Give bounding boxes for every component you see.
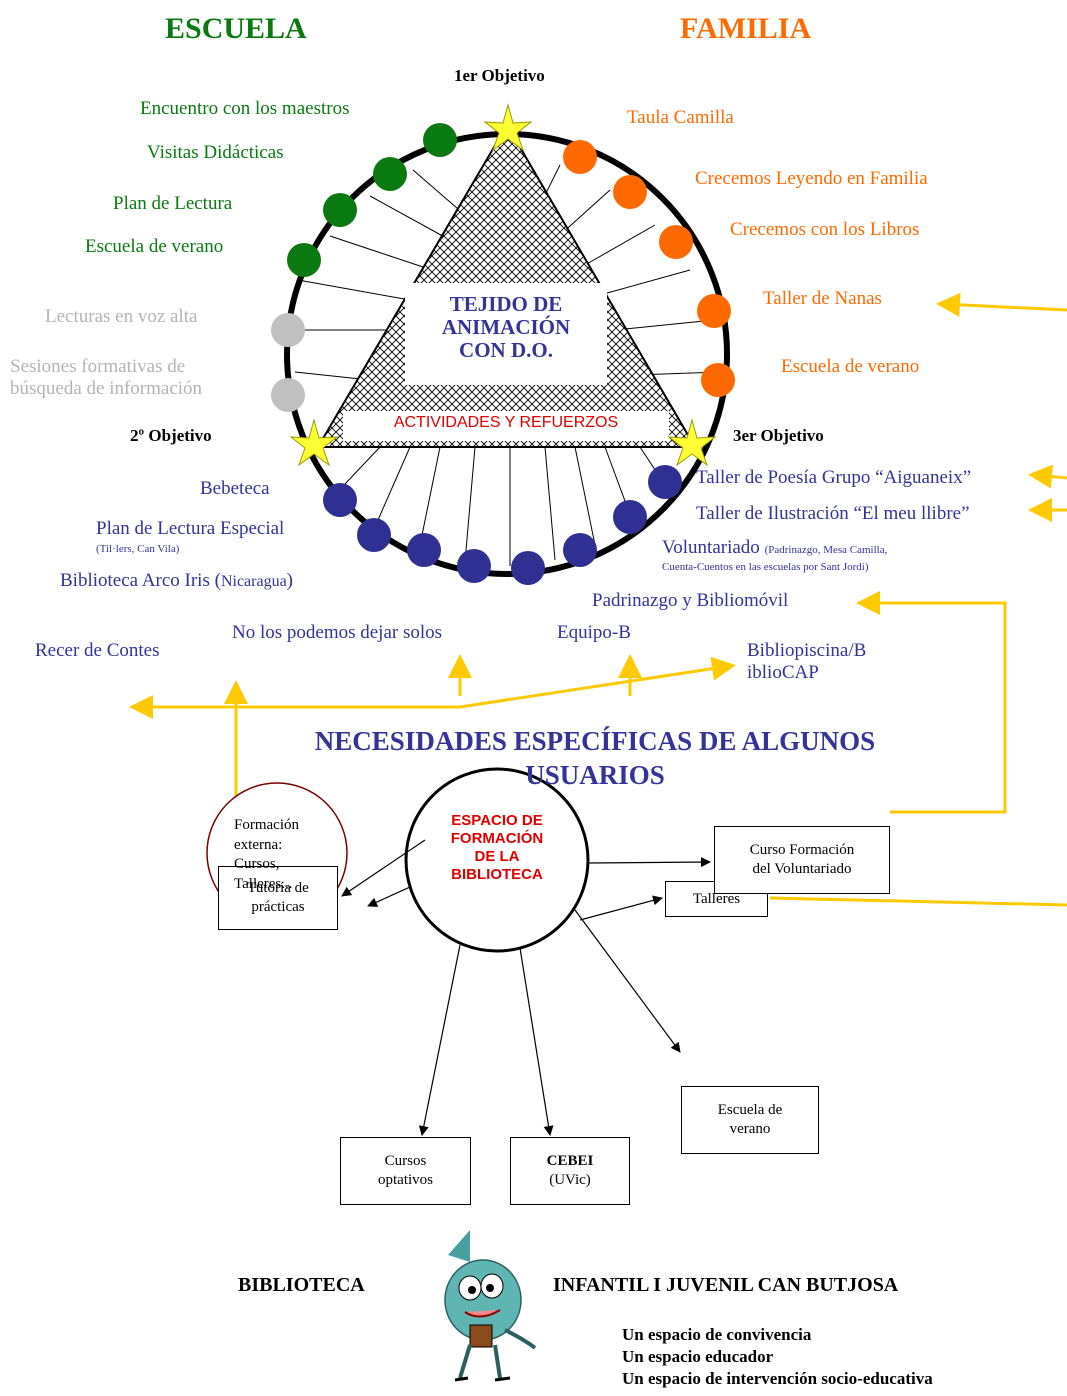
escuela-header: ESCUELA (165, 12, 307, 45)
blue-item-equipo-b: Equipo-B (557, 622, 631, 643)
familia-item-taula: Taula Camilla (627, 107, 734, 128)
footer-library-name: INFANTIL I JUVENIL CAN BUTJOSA (553, 1274, 899, 1296)
blue-item-padrinazgo: Padrinazgo y Bibliomóvil (592, 590, 789, 611)
footer-biblioteca: BIBLIOTECA (238, 1274, 365, 1296)
escuela-item-verano: Escuela de verano (85, 236, 224, 257)
blue-item-recer: Recer de Contes (35, 640, 160, 661)
cebei-box: CEBEI(UVic) (510, 1137, 630, 1205)
footer-motto-1: Un espacio de convivencia (622, 1325, 812, 1344)
gray-item-sesiones: Sesiones formativas de búsqueda de infor… (10, 356, 203, 399)
external-formation-label: Formación externa: Cursos, Talleres... (234, 817, 299, 892)
objective-1-label: 1er Objetivo (454, 66, 545, 85)
star-objective-2 (289, 418, 339, 467)
familia-item-crecemos-libros: Crecemos con los Libros (730, 219, 920, 240)
blue-item-voluntariado-note: Cuenta-Cuentos en las escuelas por Sant … (662, 561, 869, 573)
blue-item-bebeteca: Bebeteca (200, 478, 270, 499)
needs-title: NECESIDADES ESPECÍFICAS DE ALGUNOS USUAR… (314, 726, 876, 790)
formation-center-circle (404, 767, 590, 953)
objective-2-label: 2º Objetivo (130, 426, 212, 445)
familia-item-verano: Escuela de verano (781, 356, 920, 377)
animation-title-box (405, 283, 607, 385)
escuela-item-plan-lectura: Plan de Lectura (113, 193, 233, 214)
blue-item-voluntariado: Voluntariado (Padrinazgo, Mesa Camilla, (662, 537, 888, 558)
blue-item-bibliopiscina: Bibliopiscina/B iblioCAP (747, 640, 867, 683)
animation-title: TEJIDO DE ANIMACIÓN CON D.O. (441, 292, 571, 363)
arrow-to-cebei (519, 947, 554, 1136)
blue-item-ilustracion: Taller de Ilustración “El meu llibre” (696, 503, 970, 524)
arrow-to-escuela-verano (574, 909, 681, 1053)
activities-label: ACTIVIDADES Y REFUERZOS (393, 414, 619, 431)
arrow-to-talleres (579, 895, 663, 921)
gray-item-lecturas: Lecturas en voz alta (45, 306, 198, 327)
blue-item-plan-especial-note: (Til·lers, Can Vila) (96, 543, 180, 555)
escuela-dots (287, 123, 457, 277)
arrow-right-bibliopiscina (459, 656, 736, 709)
star-objective-3 (667, 418, 717, 467)
arrow-curso-to-padrinazgo (856, 591, 1007, 814)
objective-3-label: 3er Objetivo (733, 426, 824, 445)
escuela-item-maestros: Encuentro con los maestros (140, 98, 350, 119)
familia-item-nanas: Taller de Nanas (763, 288, 882, 309)
arrow-taller-nanas (936, 292, 1067, 317)
arrow-to-externa (367, 886, 411, 907)
arrow-poesia (1028, 464, 1067, 489)
mascot-elf-icon (444, 1230, 537, 1382)
blue-item-no-solos: No los podemos dejar solos (232, 622, 443, 643)
blue-item-plan-especial: Plan de Lectura Especial (96, 518, 285, 539)
gray-dots (271, 313, 305, 412)
blue-item-arco-iris: Biblioteca Arco Iris (Nicaragua) (60, 570, 293, 591)
star-objective-1 (483, 103, 533, 152)
familia-dots (563, 140, 735, 397)
activities-box (343, 411, 669, 441)
blue-dots (323, 465, 682, 585)
footer-motto-2: Un espacio educador (622, 1347, 774, 1366)
footer-motto-3: Un espacio de intervención socio-educati… (622, 1369, 933, 1388)
formation-center-label: ESPACIO DE FORMACIÓN DE LA BIBLIOTECA (450, 812, 544, 883)
line-talleres (769, 896, 1067, 907)
arrow-to-curso (587, 857, 711, 868)
escuela-item-visitas: Visitas Didácticas (147, 142, 284, 163)
familia-item-crecemos-familia: Crecemos Leyendo en Familia (695, 168, 928, 189)
arrow-to-tutoria (341, 839, 426, 897)
blue-item-poesia: Taller de Poesía Grupo “Aiguaneix” (696, 467, 972, 488)
familia-header: FAMILIA (680, 12, 812, 45)
arrow-to-cursos-optativos (418, 944, 461, 1136)
